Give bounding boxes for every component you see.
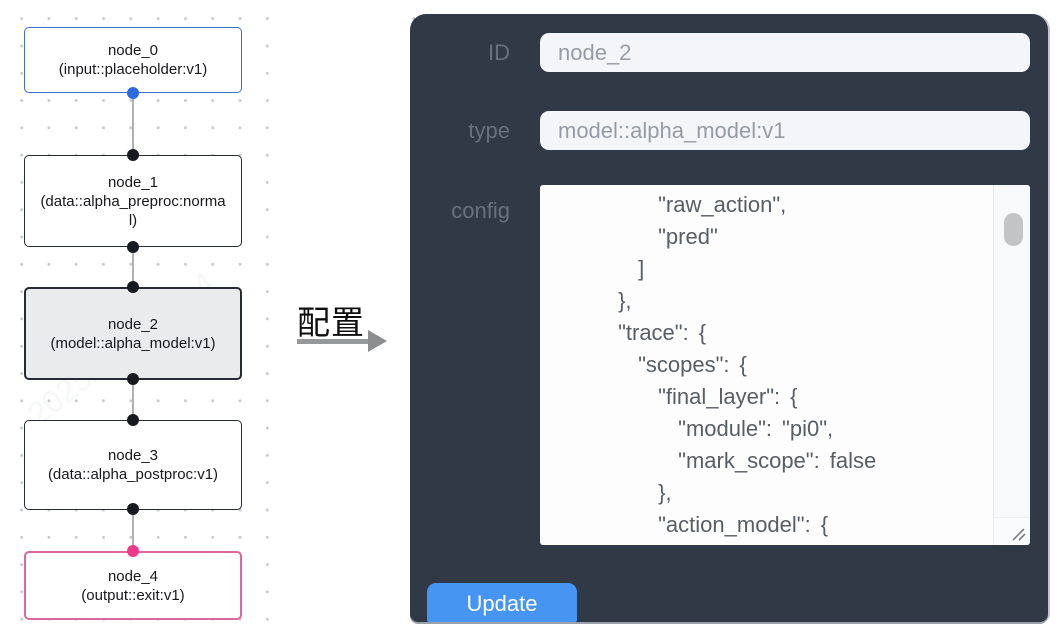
node-type-label: (data::alpha_preproc:normal)	[40, 192, 226, 229]
handle-node2-top[interactable]	[127, 281, 139, 293]
graph-node-node_0[interactable]: node_0 (input::placeholder:v1)	[24, 27, 242, 93]
graph-node-node_4[interactable]: node_4 (output::exit:v1)	[24, 551, 242, 620]
handle-node0-bottom[interactable]	[127, 87, 139, 99]
handle-node3-top[interactable]	[127, 414, 139, 426]
edge-node1-node2	[132, 247, 134, 287]
node-type-label: (input::placeholder:v1)	[58, 61, 208, 78]
type-input[interactable]	[540, 111, 1030, 150]
handle-node3-bottom[interactable]	[127, 503, 139, 515]
textarea-resize-handle-icon[interactable]	[993, 517, 1030, 545]
node-type-label: (output::exit:v1)	[81, 586, 185, 604]
node-name: node_3	[107, 447, 159, 464]
arrow-icon	[297, 339, 369, 344]
id-input[interactable]	[540, 33, 1030, 72]
graph-canvas[interactable]: 2025/04/11 11:4 node_0 (input::placehold…	[0, 0, 285, 643]
handle-node1-top[interactable]	[127, 149, 139, 161]
handle-node2-bottom[interactable]	[127, 373, 139, 385]
handle-node1-bottom[interactable]	[127, 241, 139, 253]
node-name: node_4	[107, 567, 159, 585]
node-name: node_2	[107, 315, 159, 333]
node-name: node_0	[107, 42, 159, 59]
config-field-label: config	[451, 198, 510, 223]
arrow-head-icon	[368, 330, 387, 352]
update-button[interactable]: Update	[427, 583, 577, 622]
edge-node2-node3	[132, 379, 134, 421]
graph-node-node_3[interactable]: node_3 (data::alpha_postproc:v1)	[24, 420, 242, 510]
type-field-label: type	[468, 118, 510, 143]
node-type-label: (data::alpha_postproc:v1)	[47, 466, 219, 483]
edge-node0-node1	[132, 93, 134, 155]
graph-node-node_1[interactable]: node_1 (data::alpha_preproc:normal)	[24, 155, 242, 247]
config-textarea[interactable]: "raw_action", "pred" ] }, "trace": { "sc…	[540, 185, 1030, 545]
node-name: node_1	[107, 173, 159, 191]
graph-node-node_2-selected[interactable]: node_2 (model::alpha_model:v1)	[24, 287, 242, 380]
node-config-panel: ID type config "raw_action", "pred" ] },…	[410, 14, 1048, 622]
id-field-label: ID	[488, 40, 510, 65]
node-type-label: (model::alpha_model:v1)	[50, 334, 216, 352]
edge-node3-node4	[132, 509, 134, 552]
config-json-text[interactable]: "raw_action", "pred" ] }, "trace": { "sc…	[618, 192, 877, 537]
config-annotation-label: 配置	[297, 304, 365, 341]
config-scrollbar-thumb[interactable]	[1004, 213, 1023, 246]
handle-node4-top[interactable]	[127, 545, 139, 557]
config-scrollbar-track[interactable]	[993, 185, 1030, 518]
